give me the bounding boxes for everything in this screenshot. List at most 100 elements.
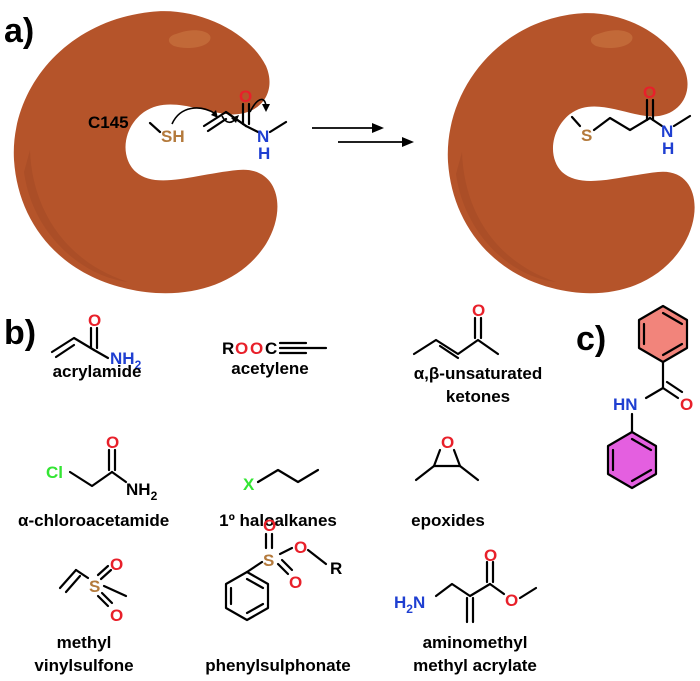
warhead-phenylsulphonate: S O O O R phenylsulphonate	[205, 516, 350, 675]
vs-o1: O	[110, 555, 123, 574]
scaffold-co1	[661, 386, 680, 400]
reactant-o: O	[239, 87, 252, 106]
chloro-nh2: NH2	[126, 480, 158, 503]
curved-arrow-3-head	[262, 104, 270, 112]
adduct-s: S	[581, 126, 592, 145]
ama-o1: O	[484, 546, 497, 565]
enone-caption-1: α,β-unsaturated	[414, 364, 543, 383]
chloro-cl: Cl	[46, 463, 63, 482]
ring-top-db2	[661, 342, 684, 357]
vs-cs	[74, 568, 90, 580]
haloalkane-caption: 1º haloalkanes	[219, 511, 337, 530]
adduct-h: H	[662, 139, 674, 158]
ps-or	[306, 548, 328, 566]
acrylamide-double	[54, 343, 76, 359]
warhead-aminomethylacrylate: H2N O O aminomethyl methyl acrylate	[394, 546, 538, 675]
protein-left-highlight	[168, 30, 211, 48]
ps-so2b	[280, 558, 294, 572]
vs-o2: O	[110, 606, 123, 625]
acrylamide-chain	[50, 336, 96, 354]
warhead-haloalkane: X 1º haloalkanes	[219, 468, 337, 530]
adduct-o: O	[643, 83, 656, 102]
ps-s: S	[263, 551, 274, 570]
acetylene-r: R	[222, 339, 234, 358]
ps-caption: phenylsulphonate	[205, 656, 350, 675]
scaffold-co2	[665, 380, 684, 394]
panel-label-b: b)	[4, 314, 36, 352]
thiol-label: SH	[161, 127, 185, 146]
ps-ring-db1	[245, 577, 265, 590]
adduct-cys	[570, 115, 582, 128]
reaction-arrows	[312, 123, 414, 147]
ama-ome	[518, 586, 538, 600]
acrylamide-nh2: NH2	[110, 349, 142, 372]
reactant-cn	[244, 124, 260, 134]
vs-caption-2: vinylsulfone	[34, 656, 133, 675]
haloalkane-chain	[256, 468, 320, 484]
acrylamide-reactant: O N H	[202, 87, 288, 163]
covalent-adduct: S O N H	[570, 83, 692, 158]
panel-label-c: c)	[576, 320, 606, 358]
acrylamide-caption: acrylamide	[53, 362, 142, 381]
ps-r: R	[330, 559, 342, 578]
protein-right-shadow	[456, 152, 556, 282]
scaffold-benzanilide: O HN	[606, 304, 693, 490]
acetylene-o1: O	[235, 339, 248, 358]
vs-caption-1: methyl	[57, 633, 112, 652]
cysteine-residue: C145 SH	[88, 113, 185, 146]
reactant-nme	[268, 120, 288, 134]
acetylene-c: C	[265, 339, 277, 358]
reactant-h: H	[258, 144, 270, 163]
ama-chain	[434, 582, 492, 598]
ps-cs	[245, 560, 264, 574]
protein-right	[447, 13, 695, 294]
protein-left-body	[13, 11, 278, 294]
curved-arrow-1-head	[211, 110, 218, 118]
ps-ring	[224, 570, 270, 622]
panel-label-a: a)	[4, 12, 34, 50]
scaffold-o: O	[680, 395, 693, 414]
scaffold-ring-top	[637, 304, 689, 364]
scaffold-cn	[644, 386, 665, 400]
vs-so2	[96, 594, 110, 608]
warhead-enone: O α,β-unsaturated ketones	[412, 301, 543, 406]
acetylene-o2: O	[250, 339, 263, 358]
arrow-second-head	[402, 137, 414, 147]
vs-double-1	[58, 568, 78, 590]
ama-caption-2: methyl acrylate	[413, 656, 537, 675]
chloro-chain	[68, 470, 114, 488]
ama-co-o	[488, 582, 506, 596]
enone-caption-2: ketones	[446, 387, 510, 406]
epoxide-me2	[458, 464, 480, 482]
protein-right-highlight	[590, 30, 633, 48]
chloro-o: O	[106, 433, 119, 452]
ps-so2	[276, 562, 290, 576]
acrylamide-cn	[92, 348, 110, 360]
arrow-forward-head	[372, 123, 384, 133]
ring-top-db1	[661, 311, 684, 326]
acetylene-caption: acetylene	[231, 359, 309, 378]
vs-s: S	[89, 577, 100, 596]
chloro-cn	[110, 470, 128, 484]
ps-o1: O	[263, 516, 276, 535]
epoxide-me1	[414, 464, 436, 482]
warhead-acetylene: R O O C acetylene	[222, 339, 328, 378]
warhead-chloroacetamide: Cl O NH2 α-chloroacetamide	[18, 433, 169, 530]
warhead-epoxide: O epoxides	[411, 433, 485, 530]
ps-ring-db2	[245, 602, 265, 615]
ama-o2: O	[505, 591, 518, 610]
adduct-n: N	[661, 122, 673, 141]
cys-bond	[148, 121, 162, 134]
acrylamide-o: O	[88, 311, 101, 330]
ring-bottom-db1	[630, 437, 653, 452]
adduct-chain	[592, 116, 652, 132]
scaffold-hn: HN	[613, 395, 638, 414]
adduct-cn	[648, 116, 664, 128]
warhead-vinylsulfone: S O O methyl vinylsulfone	[34, 555, 133, 675]
vs-so1	[96, 564, 110, 577]
protein-left-shadow	[24, 150, 128, 282]
ama-caption-1: aminomethyl	[423, 633, 528, 652]
epoxide-caption: epoxides	[411, 511, 485, 530]
ring-bottom-db2	[630, 468, 653, 483]
